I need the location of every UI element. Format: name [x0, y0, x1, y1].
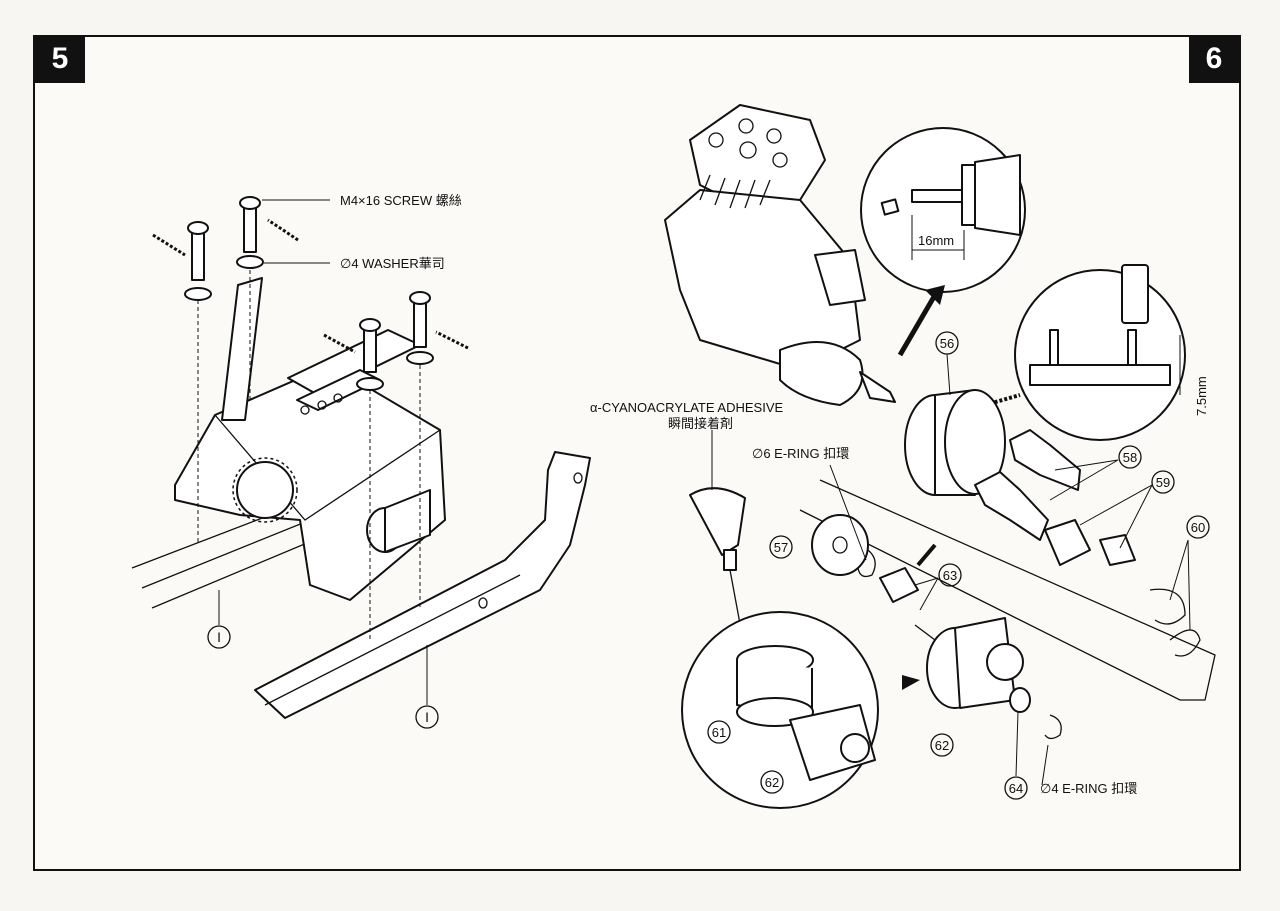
- part-62: 62: [935, 738, 949, 753]
- part-60: 60: [1191, 520, 1205, 535]
- step-number-5: 5: [35, 35, 85, 83]
- step-number-6: 6: [1189, 35, 1239, 83]
- part-58: 58: [1123, 450, 1137, 465]
- step6-diagram: 16mm 7.5mm 56: [590, 104, 1216, 809]
- flywheel-56: 56: [904, 331, 1006, 496]
- part-64: 64: [1009, 781, 1023, 796]
- detail-clutch-bell: 61 62: [681, 611, 879, 809]
- dim-7-5mm: 7.5mm: [1194, 376, 1209, 416]
- detail-screw-length: 16mm: [860, 127, 1026, 357]
- part-57: 57: [774, 540, 788, 555]
- part-59: 59: [1156, 475, 1170, 490]
- engine-mount: [174, 277, 446, 601]
- clutch-bell-62: 62 64: [902, 617, 1062, 800]
- dim-16mm: 16mm: [918, 233, 954, 248]
- part-56: 56: [940, 336, 954, 351]
- washer-57-and-ering: 57: [769, 464, 876, 578]
- pinion-63: 63: [879, 543, 962, 641]
- parts-58-59-60: 58 59 60: [799, 429, 1216, 701]
- part-62-detail: 62: [765, 775, 779, 790]
- part-61: 61: [712, 725, 726, 740]
- callout-rail-right: Ⅰ: [425, 710, 429, 725]
- adhesive-label-cn: 瞬間接着剤: [668, 416, 733, 431]
- callout-rail-left: Ⅰ: [217, 630, 221, 645]
- washer-label: ∅4 WASHER華司: [340, 256, 445, 271]
- ering6-label: ∅6 E-RING 扣環: [752, 446, 849, 461]
- adhesive-label: α-CYANOACRYLATE ADHESIVE: [590, 400, 784, 415]
- ering4-label: ∅4 E-RING 扣環: [1040, 781, 1137, 796]
- screws-and-washers: [152, 196, 469, 640]
- detail-press-fit: 7.5mm: [984, 264, 1209, 441]
- screw-label: M4×16 SCREW 螺絲: [340, 193, 462, 208]
- step5-diagram: M4×16 SCREW 螺絲 ∅4 WASHER華司 Ⅰ Ⅰ: [131, 193, 591, 729]
- part-63: 63: [943, 568, 957, 583]
- engine: [664, 104, 896, 406]
